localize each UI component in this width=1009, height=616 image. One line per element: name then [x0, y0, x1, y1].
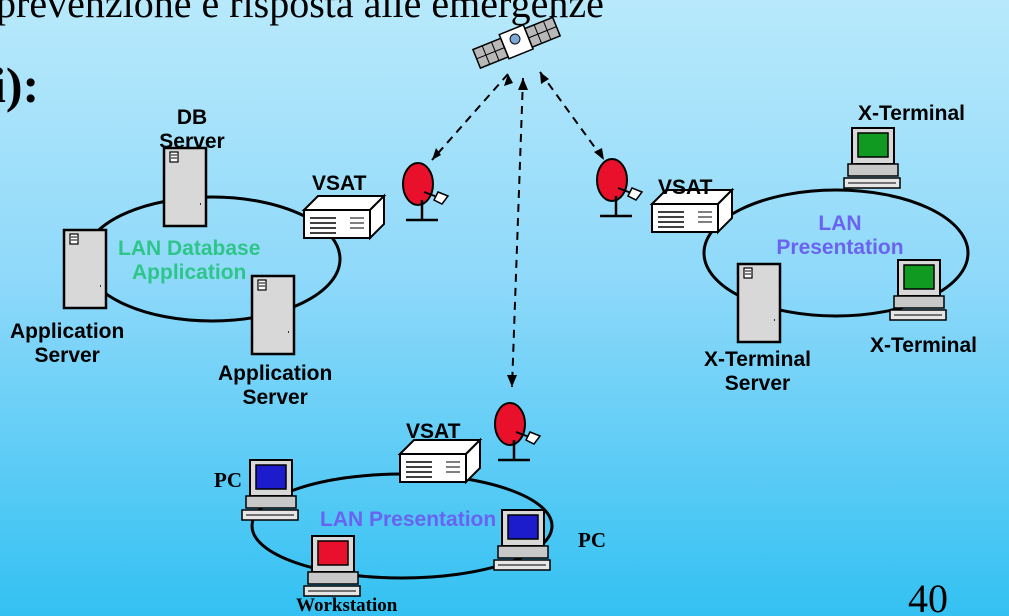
- title-prefix: i):: [0, 57, 40, 113]
- x-terminal-top-label: X-Terminal: [858, 102, 965, 125]
- page-number: 40: [908, 576, 948, 616]
- link-right: [539, 71, 605, 161]
- application-server-bottom-icon: [250, 274, 296, 356]
- x-terminal-right-icon: [889, 259, 947, 321]
- pc-left-label: PC: [214, 468, 242, 492]
- link-bottom: [511, 77, 524, 388]
- pc-right-label: PC: [578, 528, 606, 552]
- workstation-icon: [303, 535, 361, 597]
- pc-right-icon: [493, 509, 551, 571]
- x-terminal-right-label: X-Terminal: [870, 334, 977, 357]
- satellite-links: [431, 71, 605, 388]
- application-server-left-icon: [62, 228, 108, 310]
- x-terminal-server-icon: [736, 262, 782, 344]
- dish-left-icon: [401, 161, 450, 222]
- vsat-modem-left-icon: [303, 195, 385, 239]
- x-terminal-top-icon: [843, 127, 901, 189]
- vsat-bottom-label: VSAT: [406, 420, 461, 443]
- satellite-icon: [471, 16, 562, 70]
- vsat-modem-bottom-icon: [399, 439, 481, 483]
- dish-right-icon: [595, 157, 644, 218]
- lan-presentation-bottom-label: LAN Presentation: [320, 508, 497, 531]
- slide-title: prevenzione e risposta alle emergenze: [0, 0, 604, 26]
- pc-left-icon: [241, 459, 299, 521]
- lan-ring-right: [702, 188, 970, 318]
- arrowheads: [432, 72, 604, 387]
- dish-bottom-icon: [493, 401, 542, 462]
- vsat-left-label: VSAT: [312, 172, 367, 195]
- workstation-label: Workstation: [296, 595, 398, 616]
- link-left: [431, 73, 509, 161]
- db-server-icon: [162, 146, 208, 228]
- vsat-right-label: VSAT: [658, 176, 713, 199]
